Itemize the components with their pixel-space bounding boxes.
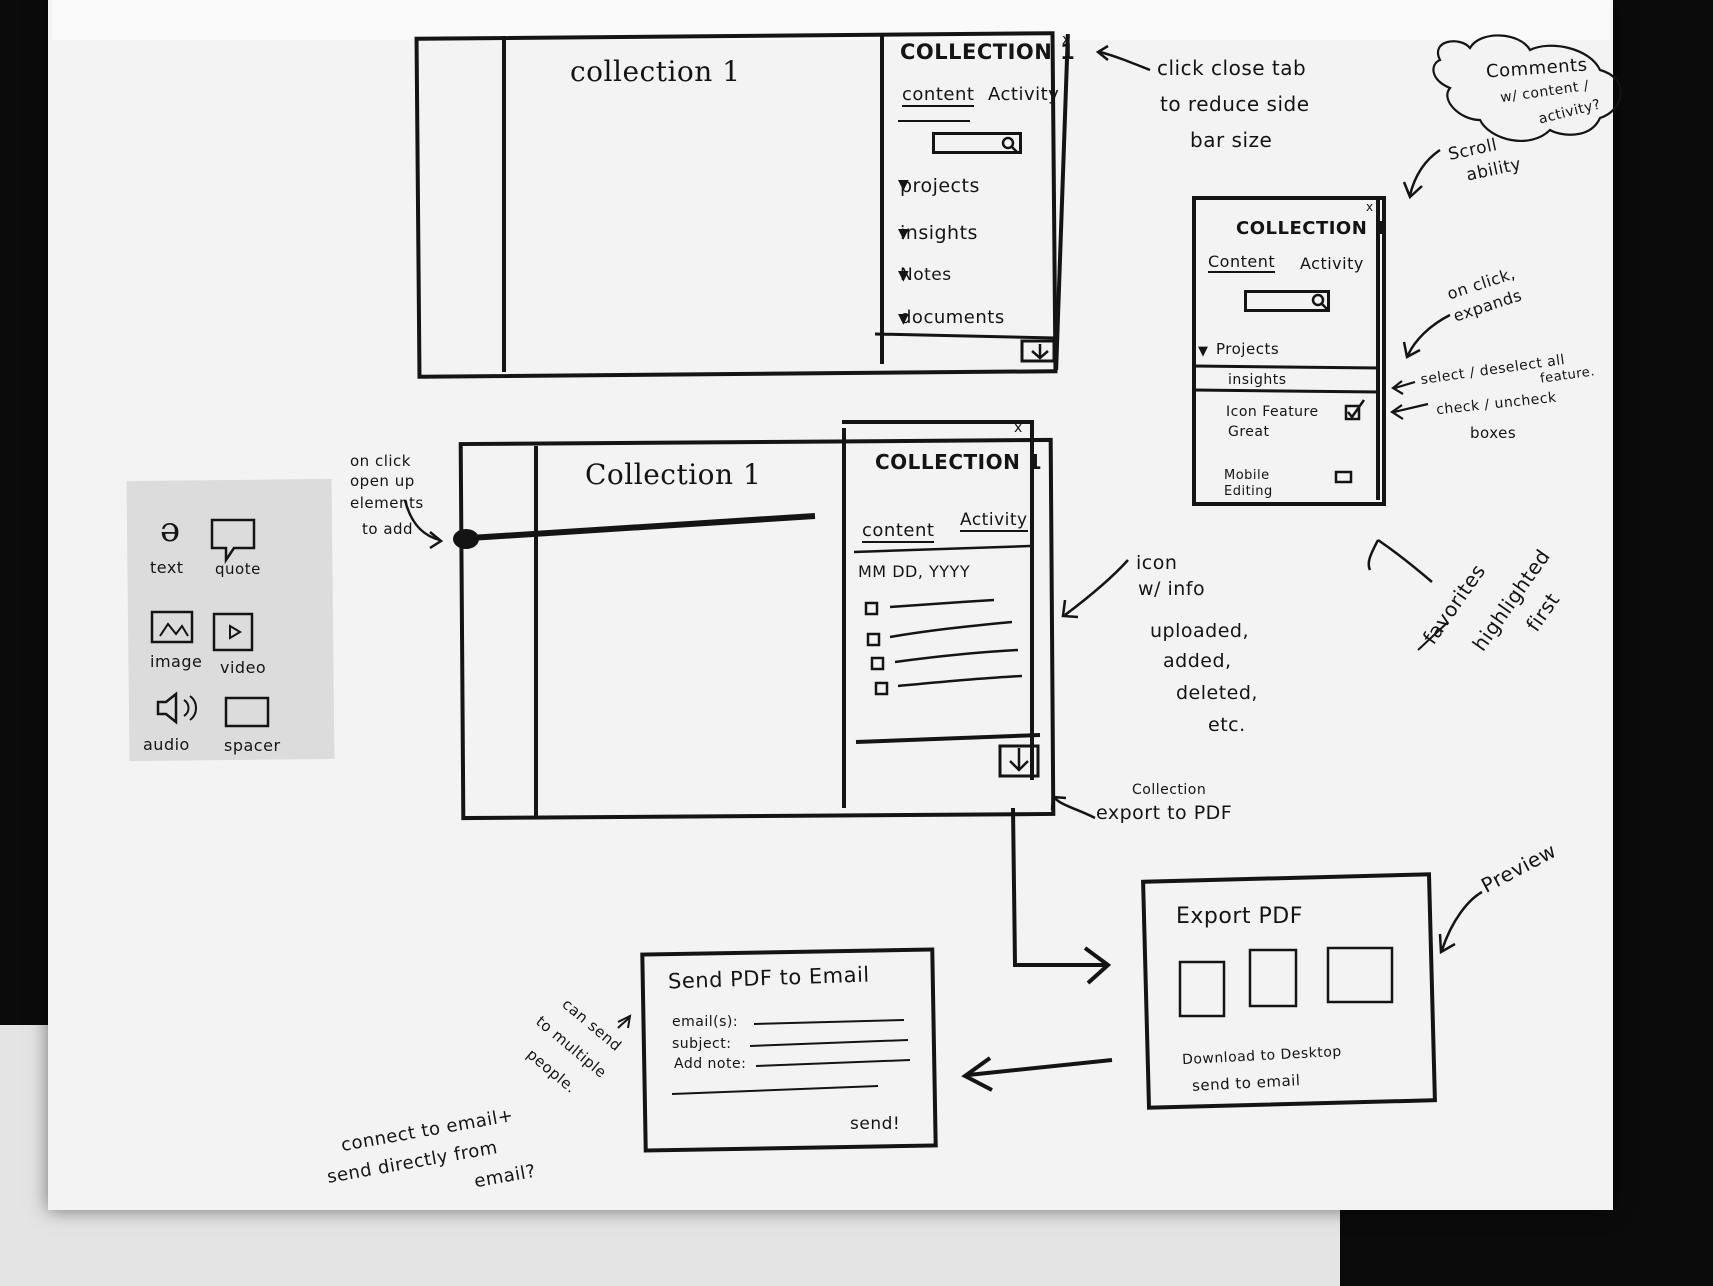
- mobile-feature-2b: Editing: [1224, 484, 1273, 499]
- video-icon: [212, 612, 254, 652]
- tab-activity[interactable]: Activity: [988, 84, 1060, 105]
- note-export-1: Collection: [1132, 782, 1207, 798]
- item-documents[interactable]: documents: [900, 307, 1005, 328]
- comments-cloud: [1432, 34, 1622, 142]
- item-insights[interactable]: insights: [900, 222, 978, 244]
- subject-field: [749, 1039, 909, 1047]
- palette-label-video: video: [220, 658, 267, 677]
- image-icon: [150, 610, 194, 644]
- note-icon-2: w/ info: [1138, 578, 1206, 600]
- chevron-down-icon: ▼: [898, 177, 910, 193]
- item-notes[interactable]: Notes: [900, 265, 952, 285]
- note-events-2: added,: [1163, 650, 1232, 672]
- panel-title: COLLECTION 1: [875, 450, 1043, 474]
- panel-title: COLLECTION 1: [1236, 218, 1388, 239]
- mobile-frame: [1192, 196, 1386, 506]
- search-input[interactable]: [1244, 290, 1330, 312]
- note-close-2: to reduce side: [1160, 92, 1310, 116]
- chevron-down-icon: ▼: [898, 226, 910, 242]
- left-rail-divider: [534, 446, 538, 816]
- mobile-section-projects[interactable]: Projects: [1216, 340, 1280, 358]
- panel-top-edge: [842, 420, 1032, 424]
- send-field-note: Add note:: [674, 1056, 747, 1072]
- note-export-2: export to PDF: [1096, 802, 1233, 824]
- note-check-2: boxes: [1470, 424, 1517, 442]
- note-events-1: uploaded,: [1150, 620, 1249, 642]
- canvas-title: collection 1: [570, 55, 741, 88]
- panel-divider: [842, 428, 846, 808]
- mobile-feature-2a: Mobile: [1224, 468, 1270, 483]
- tab-content[interactable]: content: [862, 520, 935, 543]
- item-projects[interactable]: projects: [900, 175, 980, 197]
- chevron-down-icon: ▼: [1198, 344, 1209, 359]
- send-field-email: email(s):: [672, 1014, 739, 1030]
- note-close-3: bar size: [1190, 128, 1273, 152]
- send-button[interactable]: send!: [850, 1114, 901, 1134]
- audio-icon: [156, 691, 178, 725]
- mobile-feature-1b: Great: [1228, 424, 1270, 440]
- checkbox-empty-icon: [1334, 470, 1353, 484]
- close-icon[interactable]: x: [1062, 32, 1071, 48]
- preview-page: [1326, 946, 1394, 1004]
- left-rail-divider: [502, 36, 506, 372]
- palette-label-image: image: [150, 652, 203, 671]
- text-icon[interactable]: ə: [160, 510, 181, 550]
- palette-label-text: text: [150, 558, 184, 577]
- preview-page: [1248, 948, 1298, 1008]
- note-field-line2: [671, 1085, 879, 1095]
- tab-underline: [898, 120, 970, 122]
- close-icon[interactable]: x: [1014, 420, 1023, 436]
- palette-label-spacer: spacer: [224, 736, 281, 755]
- palette-label-quote: quote: [215, 560, 261, 578]
- panel-title: COLLECTION 1: [900, 40, 1076, 64]
- search-input[interactable]: [932, 132, 1022, 154]
- canvas-title: Collection 1: [585, 458, 762, 491]
- panel-divider: [880, 34, 884, 364]
- preview-page: [1178, 960, 1226, 1018]
- note-field: [755, 1059, 911, 1067]
- download-icon: [998, 744, 1040, 778]
- chevron-down-icon: ▼: [898, 311, 910, 327]
- note-open-4: to add: [362, 520, 414, 538]
- tab-activity[interactable]: Activity: [1300, 254, 1364, 273]
- note-open-1: on click: [350, 452, 411, 470]
- note-open-2: open up: [350, 472, 415, 490]
- email-field: [753, 1019, 905, 1025]
- note-events-3: deleted,: [1176, 682, 1258, 704]
- tab-content[interactable]: Content: [1208, 252, 1276, 273]
- palette-label-audio: audio: [143, 735, 190, 754]
- note-events-4: etc.: [1208, 714, 1246, 736]
- search-icon: [1001, 136, 1015, 150]
- tab-activity[interactable]: Activity: [960, 510, 1028, 532]
- export-title: Export PDF: [1176, 904, 1303, 929]
- note-close-1: click close tab: [1157, 56, 1307, 80]
- chevron-down-icon: ▼: [898, 268, 910, 284]
- tab-content[interactable]: content: [902, 84, 975, 107]
- note-icon-1: icon: [1136, 552, 1178, 574]
- mobile-feature-1a: Icon Feature: [1226, 404, 1319, 420]
- send-field-subject: subject:: [672, 1036, 732, 1052]
- mobile-scrollbar[interactable]: [1376, 200, 1380, 500]
- mobile-section-insights[interactable]: insights: [1228, 372, 1287, 388]
- panel-right-edge: [1030, 420, 1034, 780]
- checkbox-checked-icon: [1344, 404, 1361, 421]
- download-icon: [1020, 339, 1056, 363]
- spacer-icon: [224, 696, 270, 728]
- note-open-3: elements: [350, 494, 424, 512]
- drag-handle-icon: [453, 529, 479, 549]
- paper-fold: [52, 0, 1610, 40]
- search-icon: [1311, 293, 1325, 307]
- activity-date: MM DD, YYYY: [858, 562, 971, 581]
- close-icon[interactable]: x: [1366, 200, 1374, 214]
- quote-icon: [210, 518, 256, 565]
